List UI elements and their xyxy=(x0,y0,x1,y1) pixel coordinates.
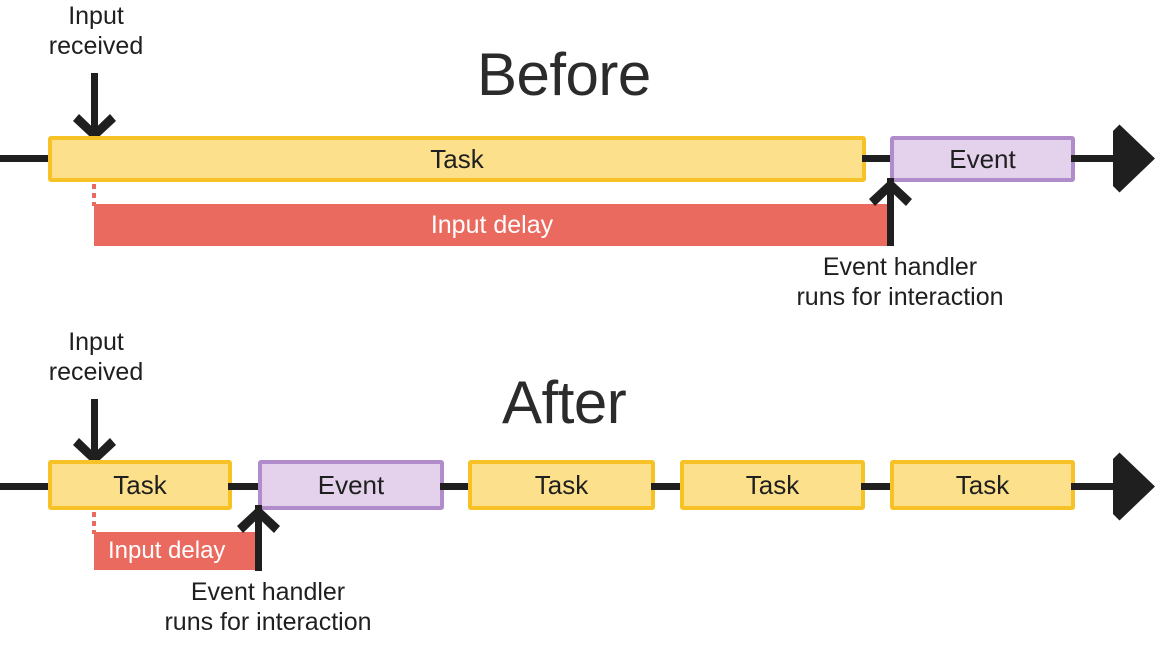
before-timeline-segment-mid xyxy=(862,155,894,162)
after-input-received-arrow-stem xyxy=(91,399,98,461)
before-timeline-arrowhead xyxy=(1113,124,1155,193)
after-event-label: Event xyxy=(317,470,385,500)
before-event-handler-arrow-stem xyxy=(887,178,894,246)
before-input-delay-label: Input delay xyxy=(430,210,554,239)
after-task-box-3: Task xyxy=(680,460,865,510)
before-input-received-arrowhead xyxy=(73,114,116,141)
after-input-delay-connector xyxy=(92,512,96,534)
after-section-title: After xyxy=(502,369,627,436)
after-task-box-4: Task xyxy=(890,460,1075,510)
before-timeline-segment-start xyxy=(0,155,52,162)
after-input-delay-bar: Input delay xyxy=(94,532,262,570)
after-timeline-segment-start xyxy=(0,483,52,490)
after-timeline-segment-end xyxy=(1071,483,1143,490)
before-event-handler-arrowhead xyxy=(869,179,912,206)
after-task-label-3: Task xyxy=(745,470,800,500)
after-event-handler-arrowhead xyxy=(237,506,280,533)
after-event-handler-label: Event handler runs for interaction xyxy=(164,578,372,636)
before-input-received-label: Input received xyxy=(48,2,144,60)
after-task-label-4: Task xyxy=(955,470,1010,500)
after-timeline-arrowhead xyxy=(1113,452,1155,521)
after-timeline-segment-4 xyxy=(861,483,894,490)
after-task-label-2: Task xyxy=(534,470,589,500)
before-task-label: Task xyxy=(430,144,484,174)
after-timeline-segment-2 xyxy=(440,483,472,490)
after-event-box: Event xyxy=(258,460,444,510)
after-timeline-segment-1 xyxy=(228,483,262,490)
after-task-box-2: Task xyxy=(468,460,655,510)
after-input-received-arrowhead xyxy=(73,438,116,465)
after-input-delay-label: Input delay xyxy=(108,537,226,564)
after-timeline-segment-3 xyxy=(651,483,684,490)
before-input-delay-bar: Input delay xyxy=(94,204,890,246)
after-task-label-1: Task xyxy=(113,470,167,500)
after-input-received-label: Input received xyxy=(48,328,144,386)
before-section-title: Before xyxy=(477,41,651,108)
before-timeline-segment-end xyxy=(1071,155,1143,162)
after-event-handler-arrow-stem xyxy=(255,505,262,571)
before-event-box: Event xyxy=(890,136,1075,182)
before-event-label: Event xyxy=(949,144,1016,174)
before-input-received-arrow-stem xyxy=(91,73,98,137)
before-task-box: Task xyxy=(48,136,866,182)
before-event-handler-label: Event handler runs for interaction xyxy=(796,253,1004,311)
after-task-box-1: Task xyxy=(48,460,232,510)
before-input-delay-connector xyxy=(92,184,96,206)
